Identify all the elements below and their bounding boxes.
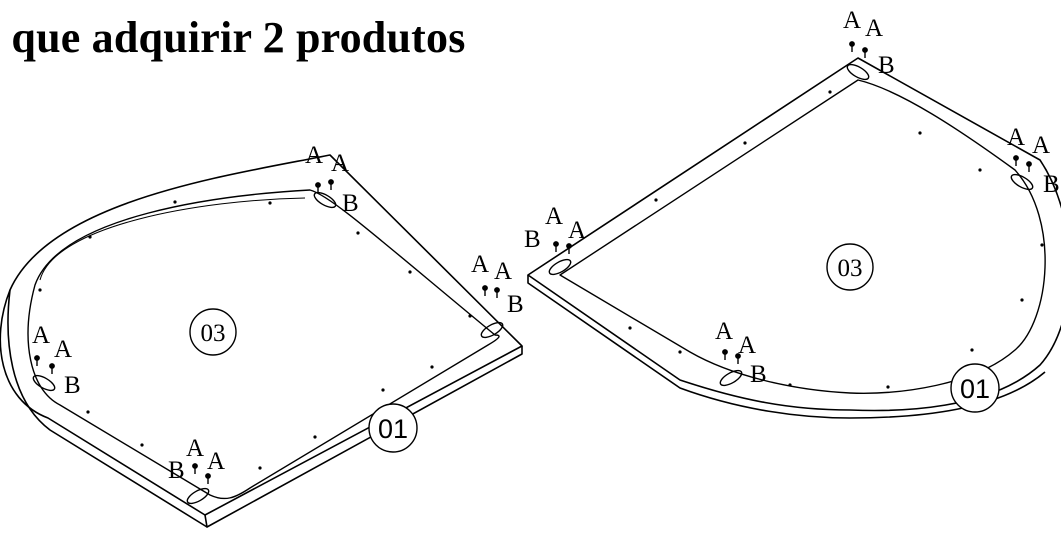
label-b: B [1043,171,1060,198]
label-a: A [331,150,349,177]
screw-icon [553,241,559,252]
right-shelf-panel [527,57,1061,419]
screw-icon [328,179,334,190]
label-a: A [186,435,204,462]
label-a: A [54,336,72,363]
screw-icon [205,473,211,484]
label-b: B [168,457,185,484]
screw-icon [494,287,500,298]
instruction-title: á que adquirir 2 produtos [0,13,466,62]
label-a: A [207,448,225,475]
label-a: A [715,318,733,345]
label-a: A [843,7,861,34]
part-circle-left-01 [368,403,418,453]
slot-left-bottom [186,487,210,505]
slot-left-left [32,374,56,392]
part-number-01: 01 [960,374,990,404]
label-b: B [507,291,524,318]
label-a: A [738,332,756,359]
screw-icon [1013,155,1019,166]
slot-right-right [1010,173,1034,191]
label-b: B [750,361,767,388]
screw-icon [862,47,868,58]
part-number-03: 03 [838,255,863,282]
label-a: A [1007,124,1025,151]
left-shelf-panel [0,154,523,528]
label-b: B [64,372,81,399]
label-a: A [568,217,586,244]
screw-icon [735,353,741,364]
label-a: A [305,142,323,169]
label-a: A [494,258,512,285]
slot-right-top [846,63,870,81]
label-a: A [1032,132,1050,159]
label-a: A [32,322,50,349]
part-circle-left-03 [189,308,237,356]
slot-left-top [313,191,337,209]
label-b: B [878,52,895,79]
part-number-01: 01 [378,414,408,444]
screw-icon [722,349,728,360]
label-a: A [471,251,489,278]
screw-icon [849,41,855,52]
label-a: A [865,15,883,42]
slot-left-right [480,321,504,339]
slot-right-left [548,258,572,276]
label-b: B [524,226,541,253]
screw-icon [1026,161,1032,172]
part-circle-right-03 [826,243,874,291]
label-b: B [342,190,359,217]
screw-icon [49,363,55,374]
part-circle-right-01 [950,363,1000,413]
label-a: A [545,203,563,230]
screw-icon [482,285,488,296]
slot-right-bottom [719,369,743,387]
screw-icon [315,182,321,193]
screw-icon [192,463,198,474]
part-number-03: 03 [201,320,226,347]
screw-icon [566,243,572,254]
screw-icon [34,355,40,366]
